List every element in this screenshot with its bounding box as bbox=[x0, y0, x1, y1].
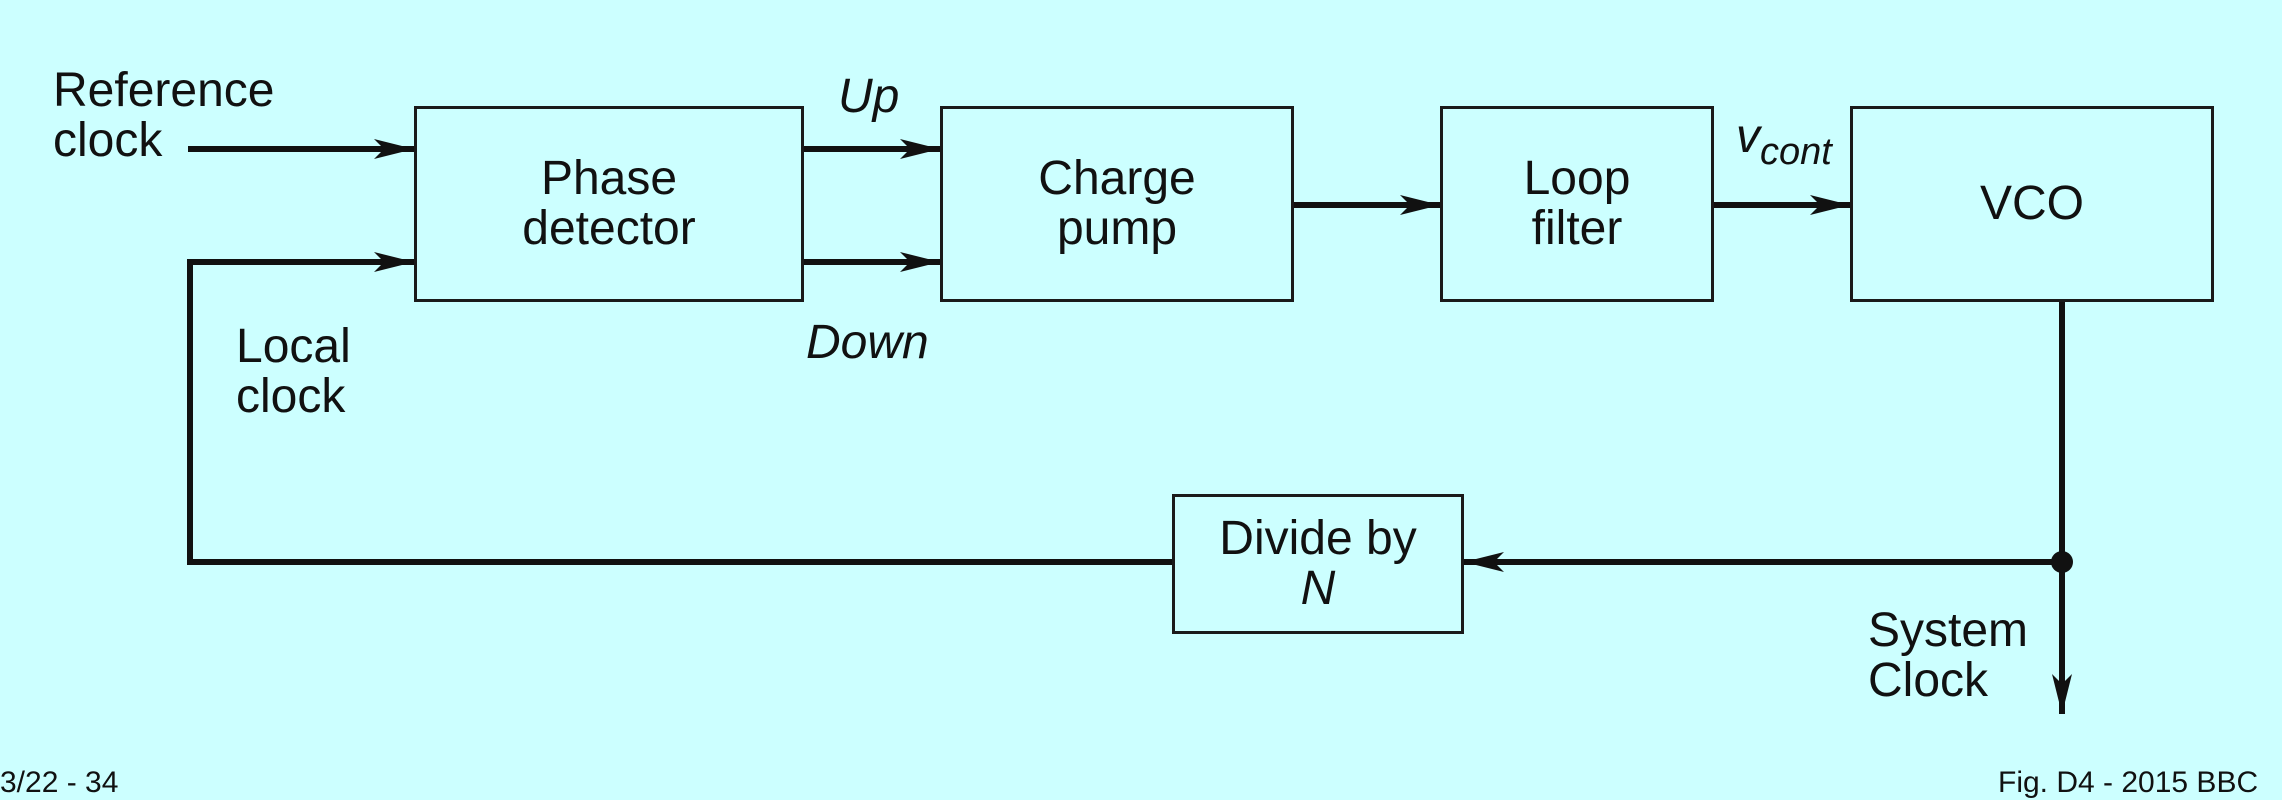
phase-detector-line1: Phase bbox=[540, 151, 678, 205]
vco-block: VCO bbox=[1850, 106, 2214, 302]
local-clock-wire bbox=[187, 252, 1172, 565]
vcont-label: vcont bbox=[1736, 110, 1832, 173]
signal-wires bbox=[187, 139, 2073, 714]
divide-by-line2: N bbox=[1300, 562, 1336, 615]
pll-block-diagram: Phase detector Charge pump Loop filter V… bbox=[0, 64, 2258, 799]
charge-pump-line2: pump bbox=[1056, 202, 1178, 255]
divide-by-line1: Divide by bbox=[1219, 511, 1417, 565]
junction-dot bbox=[2051, 551, 2073, 573]
down-label: Down bbox=[806, 316, 929, 369]
vco-label: VCO bbox=[1979, 176, 2084, 230]
phase-detector-block: Phase detector bbox=[414, 106, 804, 302]
loop-filter-line2: filter bbox=[1531, 202, 1623, 255]
local-clock-label: Local clock bbox=[236, 320, 351, 424]
loop-filter-line1: Loop bbox=[1523, 151, 1631, 205]
slide-number: 3/22 - 34 bbox=[0, 766, 119, 799]
charge-pump-line1: Charge bbox=[1038, 151, 1196, 205]
divide-by-n-block: Divide by N bbox=[1172, 494, 1464, 634]
system-clock-label: System Clock bbox=[1868, 604, 2029, 708]
reference-clock-label: Reference clock bbox=[53, 64, 275, 168]
charge-pump-block: Charge pump bbox=[940, 106, 1294, 302]
phase-detector-line2: detector bbox=[522, 202, 696, 255]
up-label: Up bbox=[838, 70, 900, 123]
copyright-notice: Fig. D4 - 2015 BBC bbox=[1998, 766, 2259, 799]
loop-filter-block: Loop filter bbox=[1440, 106, 1714, 302]
